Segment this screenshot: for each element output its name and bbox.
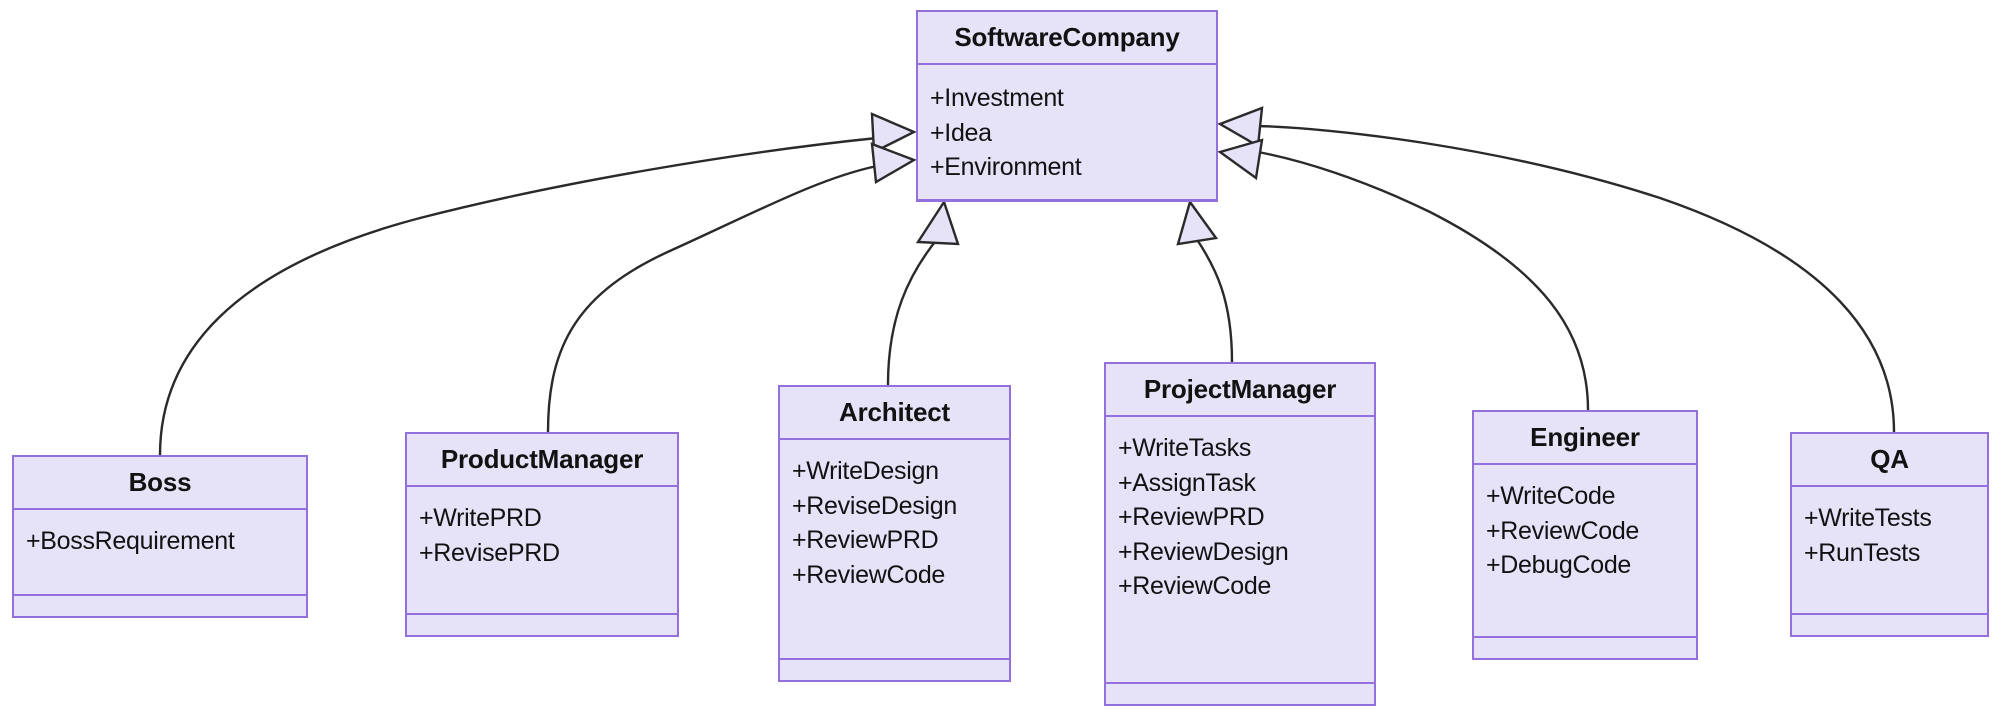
compartment-divider bbox=[1106, 415, 1374, 417]
attributes-compartment: +WriteCode +ReviewCode +DebugCode bbox=[1474, 465, 1696, 636]
class-name-productmanager: ProductManager bbox=[440, 444, 644, 474]
class-name-softwarecompany: SoftwareCompany bbox=[954, 22, 1180, 52]
compartment-divider bbox=[407, 485, 677, 487]
class-attribute: +ReviewDesign bbox=[1118, 537, 1289, 566]
attributes-compartment: +WriteTasks +AssignTask +ReviewPRD +Revi… bbox=[1106, 417, 1374, 682]
compartment-divider bbox=[918, 63, 1216, 65]
methods-compartment bbox=[14, 596, 306, 616]
class-name-projectmanager: ProjectManager bbox=[1143, 374, 1337, 404]
class-name-boss: Boss bbox=[128, 467, 192, 497]
uml-class-boss[interactable]: Boss +BossRequirement bbox=[12, 455, 308, 618]
attributes-compartment: +WritePRD +RevisePRD bbox=[407, 487, 677, 613]
class-attribute: +WriteTasks bbox=[1118, 434, 1252, 462]
methods-compartment bbox=[1792, 615, 1987, 635]
class-attribute: +Idea bbox=[930, 118, 992, 147]
class-attribute: +ReviewPRD bbox=[792, 526, 939, 554]
methods-compartment bbox=[1474, 638, 1696, 658]
uml-class-softwarecompany[interactable]: SoftwareCompany +Investment +Idea +Envir… bbox=[916, 10, 1218, 202]
edge-architect-to-softwarecompany bbox=[886, 236, 940, 387]
attributes-compartment: +WriteTests +RunTests bbox=[1792, 487, 1987, 613]
methods-compartment bbox=[407, 615, 677, 635]
compartment-divider bbox=[1474, 463, 1696, 465]
uml-class-qa[interactable]: QA +WriteTests +RunTests bbox=[1790, 432, 1989, 637]
class-attribute: +BossRequirement bbox=[26, 527, 235, 555]
uml-class-productmanager[interactable]: ProductManager +WritePRD +RevisePRD bbox=[405, 432, 679, 637]
compartment-divider bbox=[1106, 682, 1374, 684]
attributes-compartment: +Investment +Idea +Environment bbox=[918, 65, 1216, 199]
compartment-divider bbox=[1792, 485, 1987, 487]
class-attribute: +ReviewCode bbox=[1486, 516, 1640, 545]
generalization-arrowhead-qa bbox=[1217, 106, 1264, 148]
class-attribute: +RunTests bbox=[1804, 538, 1921, 567]
class-name-architect: Architect bbox=[839, 397, 950, 427]
compartment-divider bbox=[918, 198, 1216, 201]
class-attribute: +AssignTask bbox=[1118, 468, 1256, 497]
uml-class-projectmanager[interactable]: ProjectManager +WriteTasks +AssignTask +… bbox=[1104, 362, 1376, 706]
class-attribute: +ReviewPRD bbox=[1118, 503, 1265, 531]
methods-compartment bbox=[918, 201, 1216, 221]
class-attribute: +RevisePRD bbox=[419, 538, 560, 567]
class-attribute: +WriteCode bbox=[1486, 482, 1616, 510]
edge-boss-to-softwarecompany bbox=[158, 136, 879, 457]
uml-class-architect[interactable]: Architect +WriteDesign +ReviseDesign +Re… bbox=[778, 385, 1011, 682]
generalization-arrowhead-engineer bbox=[1217, 138, 1264, 181]
generalization-arrowhead-boss bbox=[870, 112, 917, 154]
class-name-engineer: Engineer bbox=[1530, 422, 1640, 452]
compartment-divider bbox=[780, 438, 1009, 440]
class-attribute: +ReviseDesign bbox=[792, 491, 957, 520]
attributes-compartment: +BossRequirement bbox=[14, 510, 306, 594]
class-attribute: +ReviewCode bbox=[1118, 572, 1272, 600]
class-attribute: +Investment bbox=[930, 84, 1064, 112]
compartment-divider bbox=[1792, 613, 1987, 615]
compartment-divider bbox=[407, 613, 677, 615]
class-attribute: +WritePRD bbox=[419, 504, 542, 532]
compartment-divider bbox=[14, 594, 306, 596]
methods-compartment bbox=[780, 660, 1009, 680]
compartment-divider bbox=[14, 508, 306, 510]
generalization-arrowhead-productmanager bbox=[870, 142, 917, 184]
uml-class-engineer[interactable]: Engineer +WriteCode +ReviewCode +DebugCo… bbox=[1472, 410, 1698, 660]
class-name-qa: QA bbox=[1870, 444, 1909, 474]
attributes-compartment: +WriteDesign +ReviseDesign +ReviewPRD +R… bbox=[780, 440, 1009, 658]
class-attribute: +WriteTests bbox=[1804, 504, 1932, 532]
compartment-divider bbox=[780, 658, 1009, 660]
class-attribute: +DebugCode bbox=[1486, 551, 1632, 579]
compartment-divider bbox=[1474, 636, 1696, 638]
class-attribute: +WriteDesign bbox=[792, 457, 939, 485]
edge-projectmanager-to-softwarecompany bbox=[1194, 236, 1234, 364]
methods-compartment bbox=[1106, 684, 1374, 704]
class-attribute: +ReviewCode bbox=[792, 560, 946, 589]
class-attribute: +Environment bbox=[930, 153, 1082, 181]
